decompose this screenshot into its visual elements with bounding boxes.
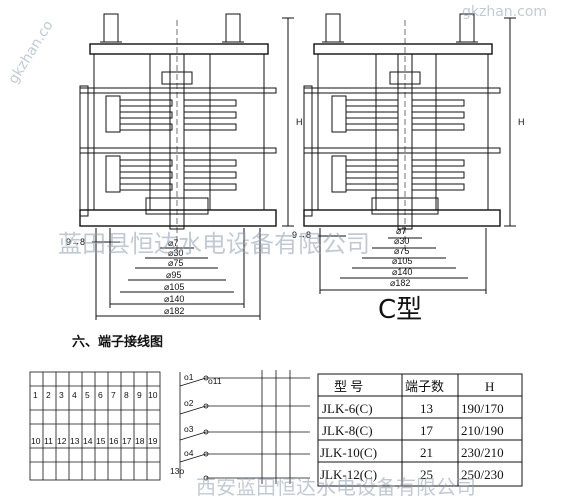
dim-d95-left: ⌀95 (166, 270, 181, 280)
section-title: 六、端子接线图 (72, 334, 163, 350)
watermark-site-diagonal: gkzhan.co (5, 18, 56, 87)
terminal-label: 15 (96, 436, 106, 446)
terminal-label: 6 (98, 390, 103, 400)
terminal-label: 7 (111, 390, 116, 400)
view-type-label: C型 (378, 295, 422, 325)
dim-d7-left: ⌀7 (168, 238, 178, 248)
table-cell-h: 250/230 (461, 467, 504, 482)
dim-d140-right: ⌀140 (392, 267, 412, 277)
terminal-label: 10 (148, 390, 158, 400)
left-assembly (79, 13, 294, 320)
terminal-label: 10 (31, 436, 41, 446)
dim-d140-left: ⌀140 (164, 294, 184, 304)
terminal-label: 14 (83, 436, 93, 446)
terminal-label: 11 (44, 436, 53, 446)
terminal-label: 12 (57, 436, 67, 446)
table-cell-h: 210/190 (461, 423, 504, 438)
table-cell-terminals: 17 (420, 423, 434, 438)
table-cell-terminals: 21 (420, 445, 433, 460)
offset-label-right: 9→8 (292, 230, 311, 240)
table-cell-terminals: 13 (420, 401, 433, 416)
table-cell-terminals: 25 (420, 467, 433, 482)
wiring-label: o2 (184, 398, 194, 408)
table-cell-h: 230/210 (461, 445, 504, 460)
dim-d182-left: ⌀182 (164, 306, 184, 316)
wiring-top-label: o11 (208, 376, 222, 386)
height-label-left: H (296, 117, 303, 127)
terminal-label: 1 (33, 390, 38, 400)
terminal-label: 18 (135, 436, 145, 446)
terminal-label: 3 (59, 390, 64, 400)
wiring-label: o3 (184, 424, 194, 434)
watermark-company-bottom: 西安蓝田恒达水电设备有限公司 (196, 475, 476, 498)
table-header-model: 型 号 (334, 379, 363, 394)
dim-d105-left: ⌀105 (164, 282, 184, 292)
terminal-label: 13 (70, 436, 80, 446)
dim-d182-right: ⌀182 (390, 278, 410, 288)
table-header-terminals: 端子数 (405, 379, 444, 394)
spec-table (317, 373, 523, 487)
height-label-right: H (518, 117, 525, 127)
table-cell-h: 190/170 (461, 401, 504, 416)
dim-d75-left: ⌀75 (168, 258, 183, 268)
dim-d75-right: ⌀75 (394, 246, 409, 256)
terminal-label: 16 (109, 436, 119, 446)
table-cell-model: JLK-10(C) (320, 445, 377, 460)
wiring-label: o4 (184, 448, 194, 458)
watermark-company: 蓝田县恒达水电设备有限公司 (58, 230, 370, 258)
offset-label: 9→8 (66, 237, 85, 247)
right-assembly (303, 13, 516, 294)
watermark-site: gkzhan.com (462, 4, 547, 20)
dim-d30-right: ⌀30 (394, 236, 409, 246)
wiring-diagram (179, 370, 310, 484)
terminal-label: 19 (148, 436, 158, 446)
wiring-label: o1 (184, 372, 194, 382)
table-cell-model: JLK-12(C) (320, 467, 377, 482)
terminal-label: 2 (46, 390, 51, 400)
table-header-h: H (485, 379, 494, 394)
dim-d30-left: ⌀30 (168, 248, 183, 258)
table-row: JLK-6(C) 13 190/170 (322, 401, 504, 416)
terminal-label: 4 (72, 390, 77, 400)
table-row: JLK-10(C) 21 230/210 (320, 445, 504, 460)
table-row: JLK-12(C) 25 250/230 (320, 467, 504, 482)
terminal-label: 8 (124, 390, 129, 400)
terminal-strip (29, 371, 161, 481)
table-cell-model: JLK-6(C) (322, 401, 373, 416)
terminal-label: 9 (137, 390, 142, 400)
table-cell-model: JLK-8(C) (322, 423, 373, 438)
terminal-label: 17 (122, 436, 132, 446)
wiring-bottom-label: 13o (170, 466, 184, 476)
terminal-label: 5 (85, 390, 90, 400)
terminal-row-2: 10 11 12 13 14 15 16 17 18 19 (31, 436, 158, 446)
terminal-row-1: 1 2 3 4 5 6 7 8 9 10 (33, 390, 158, 400)
dim-d105-right: ⌀105 (392, 256, 412, 266)
table-row: JLK-8(C) 17 210/190 (322, 423, 504, 438)
dim-d7-right: ⌀7 (396, 226, 406, 236)
